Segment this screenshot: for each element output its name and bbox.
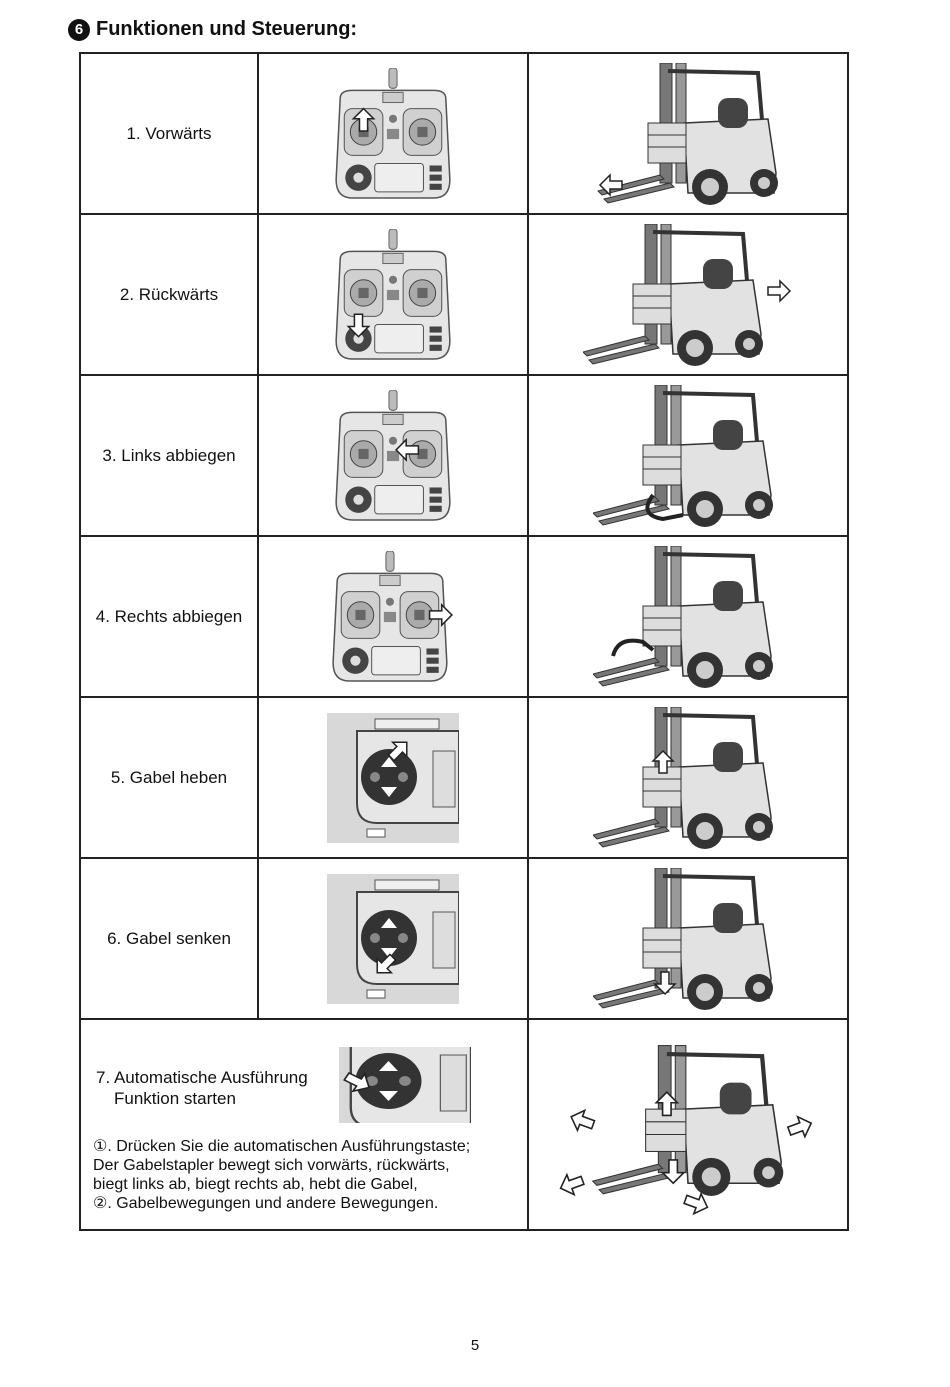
page-number: 5 (470, 1337, 480, 1354)
up-left-arrow-icon (566, 1105, 598, 1135)
down-left-arrow-icon (556, 1169, 587, 1199)
auto-run-pad-image (339, 1047, 471, 1123)
remote-image (257, 374, 529, 537)
table-row: 7. Automatische Ausführung Funktion star… (79, 1018, 849, 1231)
table-row: 6. Gabel senken (79, 857, 849, 1020)
table-row: 5. Gabel heben (79, 696, 849, 859)
row-label: 4. Rechts abbiegen (79, 535, 259, 698)
auto-run-description: ①. Drücken Sie die automatischen Ausführ… (93, 1137, 533, 1213)
section-number-badge: 6 (68, 18, 90, 41)
auto-run-title: 7. Automatische Ausführung Funktion star… (96, 1067, 308, 1109)
forklift-image (527, 213, 849, 376)
section-title-text: Funktionen und Steuerung: (96, 18, 358, 40)
row-label: 1. Vorwärts (79, 52, 259, 215)
desc-line: ①. Drücken Sie die automatischen Ausführ… (93, 1138, 471, 1155)
right-arrow-icon (767, 279, 791, 302)
desc-line: ②. Gabelbewegungen und andere Bewegungen… (93, 1195, 439, 1212)
table-row: 3. Links abbiegen (79, 374, 849, 537)
remote-image (257, 52, 529, 215)
auto-run-title-line2: Funktion starten (114, 1089, 236, 1108)
remote-image (257, 535, 529, 698)
forklift-image (527, 374, 849, 537)
auto-run-title-line1: 7. Automatische Ausführung (96, 1068, 308, 1087)
desc-line: biegt links ab, biegt rechts ab, hebt di… (93, 1176, 418, 1193)
table-row: 1. Vorwärts (79, 52, 849, 215)
forklift-image (527, 52, 849, 215)
turn-right-icon (611, 638, 655, 657)
row-label: 3. Links abbiegen (79, 374, 259, 537)
remote-image (257, 213, 529, 376)
forklift-image (527, 1018, 849, 1231)
turn-left-icon (645, 493, 684, 521)
table-row: 4. Rechts abbiegen (79, 535, 849, 698)
forklift-image (527, 857, 849, 1020)
row-label: 2. Rückwärts (79, 213, 259, 376)
forklift-image (527, 535, 849, 698)
remote-pad-image (257, 857, 529, 1020)
controls-table: 1. Vorwärts 2. Rückwärts 3. Links abbieg… (79, 52, 849, 1231)
section-title: 6 Funktionen und Steuerung: (68, 18, 357, 41)
up-right-arrow-icon (784, 1111, 816, 1142)
table-row: 2. Rückwärts (79, 213, 849, 376)
row-label: 6. Gabel senken (79, 857, 259, 1020)
desc-line: Der Gabelstapler bewegt sich vorwärts, r… (93, 1157, 450, 1174)
auto-run-cell: 7. Automatische Ausführung Funktion star… (79, 1018, 529, 1231)
remote-pad-image (257, 696, 529, 859)
forklift-image (527, 696, 849, 859)
row-label: 5. Gabel heben (79, 696, 259, 859)
